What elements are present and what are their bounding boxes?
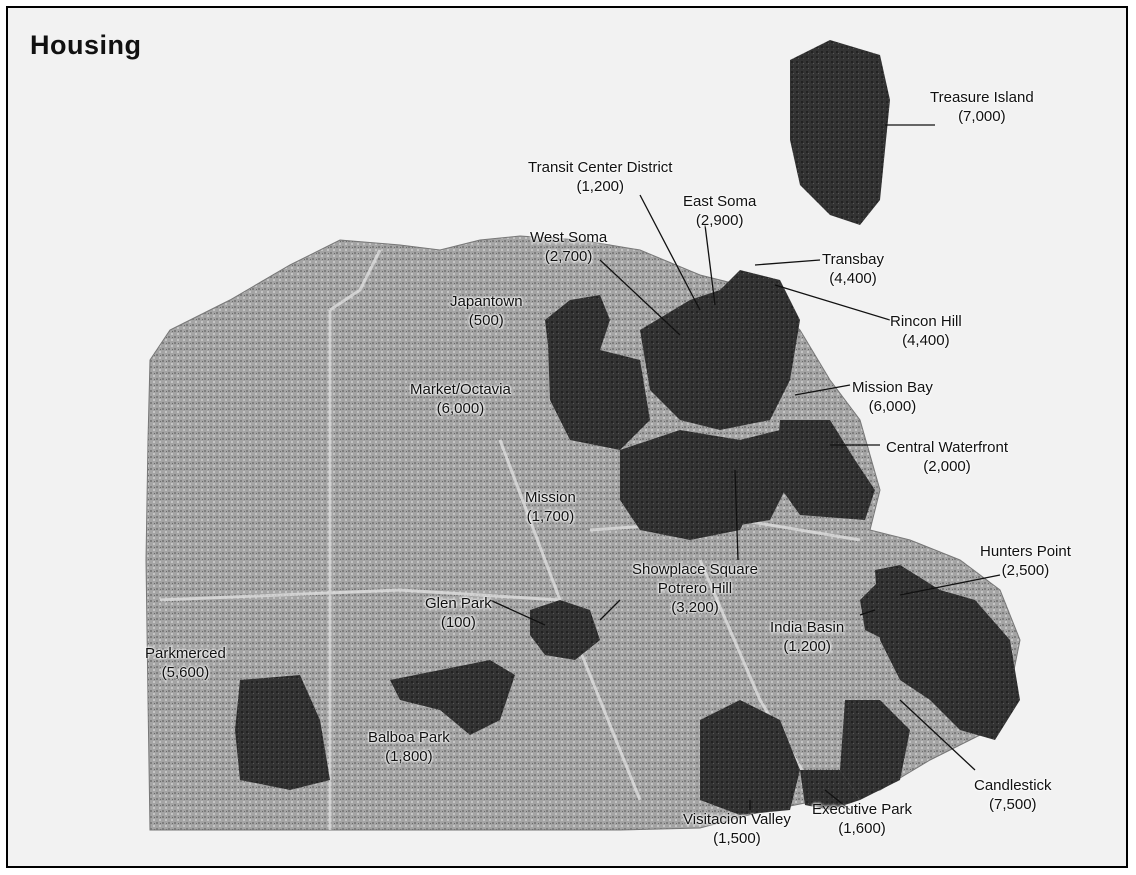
area-japantown bbox=[545, 295, 610, 360]
area-treasure-island bbox=[790, 40, 890, 225]
label-treasure-island: Treasure Island(7,000) bbox=[930, 89, 1034, 125]
label-mission-bay: Mission Bay(6,000) bbox=[852, 379, 933, 415]
area-market-octavia bbox=[548, 345, 650, 450]
label-hunters-point: Hunters Point(2,500) bbox=[980, 543, 1071, 579]
label-showplace-square: Showplace Square Potrero Hill(3,200) bbox=[632, 561, 758, 616]
label-market-octavia: Market/Octavia(6,000) bbox=[410, 381, 511, 417]
label-parkmerced: Parkmerced(5,600) bbox=[145, 645, 226, 681]
label-india-basin: India Basin(1,200) bbox=[770, 619, 845, 655]
area-central-waterfront bbox=[775, 420, 875, 520]
area-visitacion-valley bbox=[700, 700, 800, 815]
map-title: Housing bbox=[30, 30, 142, 60]
label-glen-park: Glen Park(100) bbox=[425, 595, 492, 631]
label-visitacion-valley: Visitacion Valley(1,500) bbox=[683, 811, 791, 847]
label-central-waterfront: Central Waterfront(2,000) bbox=[886, 439, 1008, 475]
label-balboa-park: Balboa Park(1,800) bbox=[368, 729, 450, 765]
area-mission bbox=[620, 430, 760, 540]
area-glen-park bbox=[530, 600, 600, 660]
label-candlestick: Candlestick(7,500) bbox=[974, 777, 1052, 813]
development-areas bbox=[235, 40, 1020, 815]
area-candlestick bbox=[840, 700, 910, 800]
label-west-soma: West Soma(2,700) bbox=[530, 229, 608, 265]
label-transbay: Transbay(4,400) bbox=[822, 251, 884, 287]
area-showplace bbox=[740, 430, 790, 525]
city-landmass bbox=[145, 235, 1021, 831]
label-rincon-hill: Rincon Hill(4,400) bbox=[890, 313, 962, 349]
label-east-soma: East Soma(2,900) bbox=[683, 193, 757, 229]
leader-lines bbox=[489, 124, 1001, 811]
area-balboa-park bbox=[390, 660, 515, 735]
label-japantown: Japantown(500) bbox=[450, 293, 523, 329]
area-executive-park bbox=[800, 770, 860, 810]
label-mission: Mission(1,700) bbox=[525, 489, 576, 525]
area-soma-cluster bbox=[640, 270, 800, 430]
area-parkmerced bbox=[235, 675, 330, 790]
area-india-basin bbox=[860, 580, 895, 640]
label-transit-center: Transit Center District(1,200) bbox=[528, 159, 673, 195]
label-executive-park: Executive Park(1,600) bbox=[812, 801, 913, 837]
area-hunters-point bbox=[875, 565, 1020, 740]
